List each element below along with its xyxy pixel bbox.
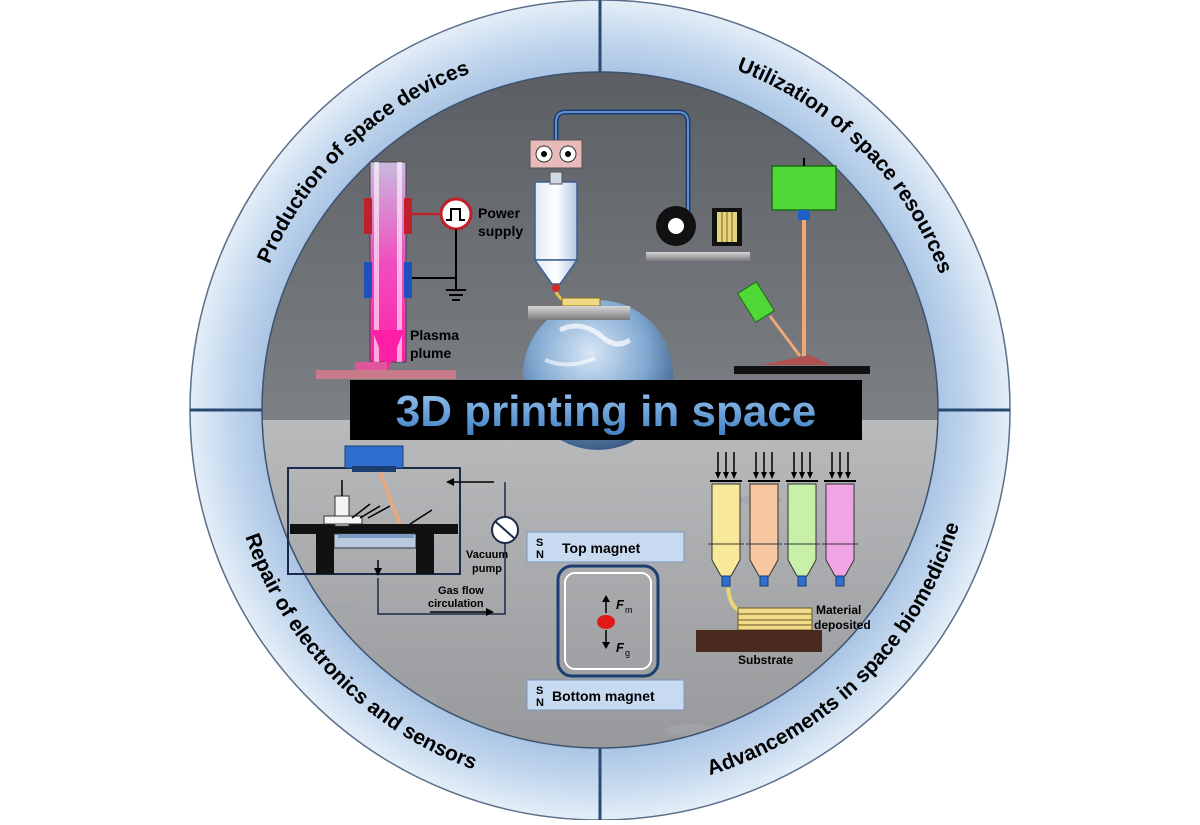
quadrant-dividers [190, 0, 1010, 820]
bottom-magnet-n: N [536, 697, 544, 709]
top-magnet-n: N [536, 549, 544, 561]
laser-printer [734, 158, 870, 374]
force-g: F [616, 640, 625, 655]
syringe [708, 452, 744, 587]
material-label-2: deposited [814, 618, 871, 632]
plasma-plume-label-1: Plasma [410, 327, 459, 343]
gas-flow-label-2: circulation [428, 598, 484, 610]
syringe [746, 452, 782, 587]
fdm-printer [528, 109, 750, 320]
force-m: F [616, 597, 625, 612]
top-magnet [526, 531, 685, 563]
plasma-plume-label-2: plume [410, 345, 451, 361]
magnetic-levitation: S N Top magnet F m F g S N Bottom magnet [526, 531, 685, 711]
power-supply-label-1: Power [478, 205, 521, 221]
repair-chamber: Vacuum pump Gas flow circulation [287, 445, 519, 616]
power-supply-label-2: supply [478, 223, 523, 239]
title: 3D printing in space [396, 387, 817, 436]
substrate [696, 630, 822, 652]
force-m-sub: m [625, 605, 633, 615]
gas-flow-label-1: Gas flow [438, 585, 484, 597]
syringe [822, 452, 858, 587]
bottom-magnet-s: S [536, 685, 543, 697]
bioprinter: Material deposited Substrate [696, 452, 871, 667]
syringe [784, 452, 820, 587]
vacuum-pump-label-2: pump [472, 563, 502, 575]
title-banner [350, 380, 862, 440]
material-label-1: Material [816, 603, 861, 617]
vacuum-pump-label-1: Vacuum [466, 549, 508, 561]
force-g-sub: g [625, 648, 630, 658]
bottom-magnet-label: Bottom magnet [552, 688, 655, 704]
top-magnet-s: S [536, 537, 543, 549]
substrate-label: Substrate [738, 653, 794, 667]
plasma-printer: Power supply Plasma plume [316, 161, 523, 379]
bottom-magnet [526, 679, 685, 711]
top-magnet-label: Top magnet [562, 540, 641, 556]
